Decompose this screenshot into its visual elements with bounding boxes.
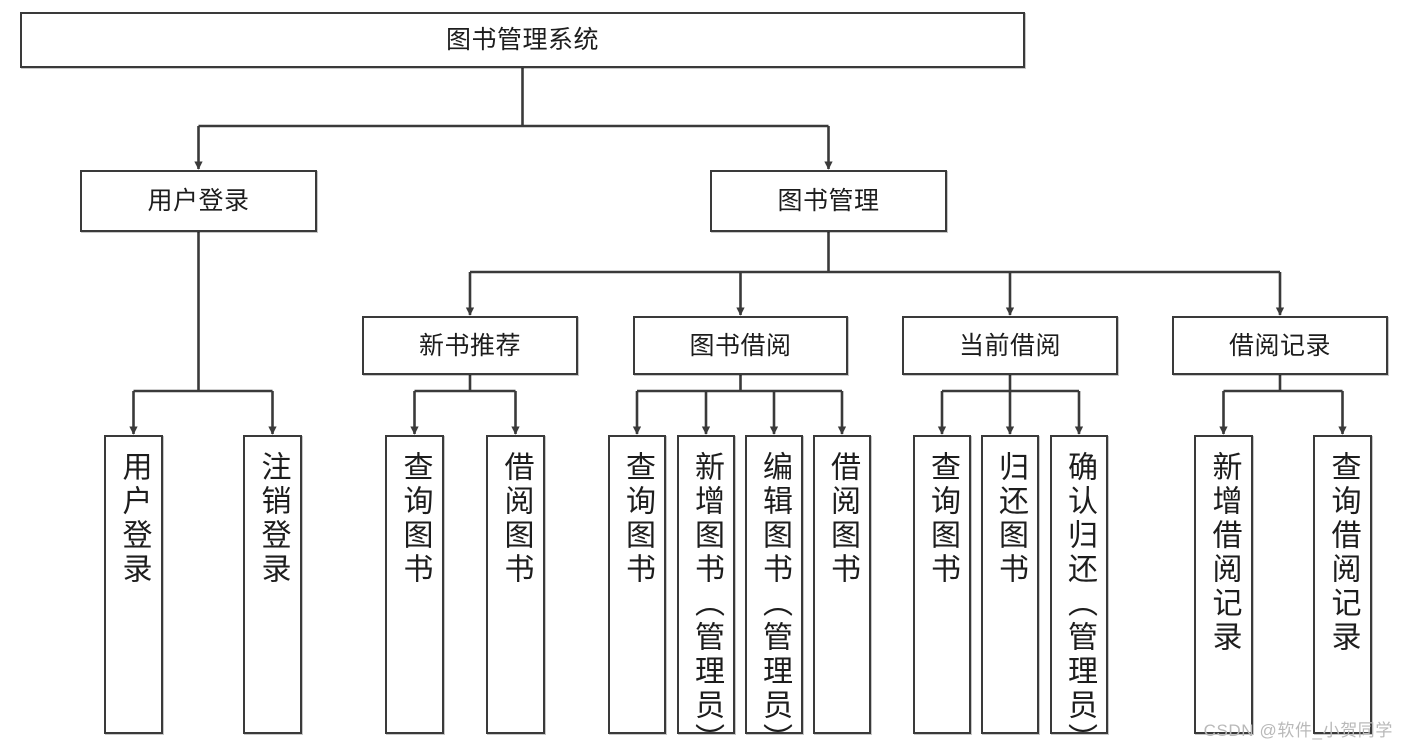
node-current-borrow[interactable]: 当前借阅 bbox=[902, 316, 1118, 375]
node-label: 当前借阅 bbox=[958, 331, 1061, 360]
node-book-borrow[interactable]: 图书借阅 bbox=[633, 316, 848, 375]
node-root[interactable]: 图书管理系统 bbox=[20, 12, 1025, 68]
node-label: 查询借阅记录 bbox=[1326, 451, 1360, 655]
node-leaf-record-query[interactable]: 查询借阅记录 bbox=[1313, 435, 1372, 734]
node-label: 用户登录 bbox=[117, 451, 151, 587]
node-label: 借阅图书 bbox=[826, 451, 859, 587]
node-leaf-user-logout[interactable]: 注销登录 bbox=[243, 435, 302, 734]
node-label: 新增图书（管理员） bbox=[690, 451, 723, 747]
node-new-book-recommend[interactable]: 新书推荐 bbox=[362, 316, 578, 375]
node-user-login[interactable]: 用户登录 bbox=[80, 170, 317, 232]
node-leaf-user-login[interactable]: 用户登录 bbox=[104, 435, 163, 734]
node-leaf-record-add[interactable]: 新增借阅记录 bbox=[1194, 435, 1253, 734]
node-leaf-current-return[interactable]: 归还图书 bbox=[981, 435, 1039, 734]
csdn-watermark: CSDN @软件_小贺同学 bbox=[1203, 721, 1393, 740]
node-label: 借阅图书 bbox=[499, 451, 533, 587]
node-label: 编辑图书（管理员） bbox=[758, 451, 791, 747]
node-label: 归还图书 bbox=[994, 451, 1027, 587]
node-leaf-recommend-borrow[interactable]: 借阅图书 bbox=[486, 435, 545, 734]
node-leaf-borrow-query[interactable]: 查询图书 bbox=[608, 435, 666, 734]
node-label: 查询图书 bbox=[926, 451, 959, 587]
node-label: 新书推荐 bbox=[418, 331, 521, 360]
node-borrow-record[interactable]: 借阅记录 bbox=[1172, 316, 1388, 375]
node-label: 图书管理系统 bbox=[445, 26, 599, 54]
node-label: 新增借阅记录 bbox=[1207, 451, 1241, 655]
node-leaf-current-query[interactable]: 查询图书 bbox=[913, 435, 971, 734]
node-label: 借阅记录 bbox=[1228, 331, 1331, 360]
node-leaf-borrow-edit[interactable]: 编辑图书（管理员） bbox=[745, 435, 803, 747]
node-label: 查询图书 bbox=[621, 451, 654, 587]
node-label: 图书管理 bbox=[777, 187, 880, 215]
node-leaf-recommend-query[interactable]: 查询图书 bbox=[385, 435, 444, 734]
node-label: 查询图书 bbox=[398, 451, 432, 587]
node-book-manage[interactable]: 图书管理 bbox=[710, 170, 947, 232]
node-leaf-borrow-add[interactable]: 新增图书（管理员） bbox=[677, 435, 735, 747]
node-label: 确认归还（管理员） bbox=[1063, 451, 1096, 747]
node-label: 注销登录 bbox=[256, 451, 290, 587]
node-leaf-borrow-lend[interactable]: 借阅图书 bbox=[813, 435, 871, 734]
node-label: 用户登录 bbox=[147, 187, 250, 215]
node-leaf-current-confirm[interactable]: 确认归还（管理员） bbox=[1050, 435, 1108, 747]
node-label: 图书借阅 bbox=[689, 331, 792, 360]
